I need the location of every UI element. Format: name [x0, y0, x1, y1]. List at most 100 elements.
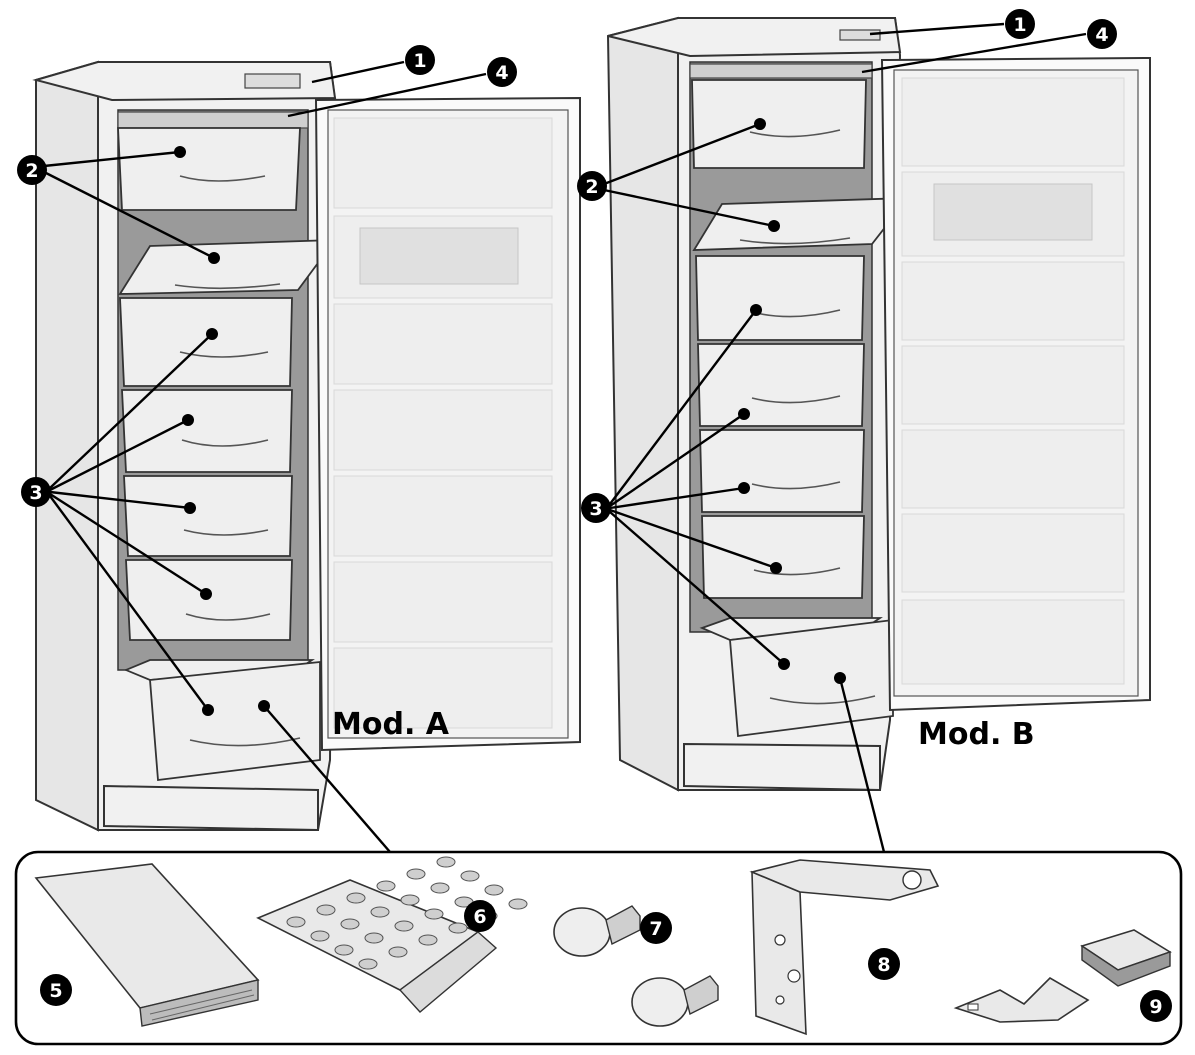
ice-cell	[407, 869, 425, 879]
pointer-dot	[754, 118, 766, 130]
fridge-b-drawer-2	[698, 344, 864, 426]
model-b-label: Mod. B	[918, 717, 1035, 752]
fridge-a-drawer-1	[120, 298, 292, 386]
fridge-a-door-panel	[334, 562, 552, 642]
ice-cell	[395, 921, 413, 931]
callout-number: 9	[1149, 996, 1162, 1018]
ice-cell	[341, 919, 359, 929]
fridge-a-door-panel	[334, 304, 552, 384]
fridge-b-door-recess	[934, 184, 1092, 240]
hinge-plate	[752, 872, 806, 1034]
callout-badge: 7	[640, 912, 672, 944]
ice-cell	[371, 907, 389, 917]
ice-cell	[509, 899, 527, 909]
ice-cell	[401, 895, 419, 905]
pointer-dot	[206, 328, 218, 340]
pointer-dot	[208, 252, 220, 264]
fridge-a-kickplate	[104, 786, 318, 830]
fridge-b-control-button	[840, 30, 880, 40]
pointer-dot	[184, 502, 196, 514]
fridge-a-side-wall	[36, 62, 98, 830]
callout-badge: 4	[487, 57, 517, 87]
fridge-a-bottom-drawer	[150, 662, 320, 780]
bulb-icon	[632, 978, 688, 1026]
hinge-hole	[903, 871, 921, 889]
model-a-label: Mod. A	[332, 707, 450, 742]
ice-cell	[449, 923, 467, 933]
fridge-b-door-panel	[902, 514, 1124, 592]
fridge-b-door-panel	[902, 430, 1124, 508]
fridge-b-door-panel	[902, 262, 1124, 340]
callout-number: 1	[413, 50, 426, 72]
pointer-dot	[770, 562, 782, 574]
fridge-a-drawer-4	[126, 560, 292, 640]
hinge-hole	[775, 935, 785, 945]
hinge-hole	[776, 996, 784, 1004]
ice-cell	[461, 871, 479, 881]
pointer-dot	[200, 588, 212, 600]
callout-badge: 5	[40, 974, 72, 1006]
fridge-model-b	[608, 18, 1150, 790]
callout-badge: 8	[868, 948, 900, 980]
pointer-dot	[750, 304, 762, 316]
ice-cell	[317, 905, 335, 915]
callout-number: 6	[473, 906, 486, 928]
callout-badge: 2	[577, 171, 607, 201]
fridge-b-top-drawer	[692, 80, 866, 168]
ice-cell	[287, 917, 305, 927]
callout-number: 4	[495, 62, 508, 84]
callout-number: 2	[25, 160, 38, 182]
callout-badge: 3	[21, 477, 51, 507]
hinge-hole	[788, 970, 800, 982]
fridge-b-door-panel	[902, 78, 1124, 166]
fridge-model-a	[36, 62, 580, 830]
callout-number: 4	[1095, 24, 1108, 46]
fridge-a-drawer-2	[122, 390, 292, 472]
ice-cell	[389, 947, 407, 957]
ice-cell	[365, 933, 383, 943]
ice-cell	[377, 881, 395, 891]
callout-badge: 1	[1005, 9, 1035, 39]
callout-badge: 3	[581, 493, 611, 523]
pointer-dot	[768, 220, 780, 232]
ice-cell	[425, 909, 443, 919]
pointer-dot	[738, 482, 750, 494]
pointer-dot	[174, 146, 186, 158]
pointer-dot	[834, 672, 846, 684]
pointer-dot	[738, 408, 750, 420]
pointer-dot	[182, 414, 194, 426]
pointer-dot	[258, 700, 270, 712]
fridge-a-top-drawer	[118, 128, 300, 210]
bulb-icon	[554, 908, 610, 956]
callout-badge: 4	[1087, 19, 1117, 49]
fridge-b-drawer-4	[702, 516, 864, 598]
pointer-dot	[778, 658, 790, 670]
pointer-dot	[202, 704, 214, 716]
callout-number: 5	[49, 980, 62, 1002]
fridge-b-drawer-1	[696, 256, 864, 340]
callout-number: 3	[589, 498, 602, 520]
callout-badge: 1	[405, 45, 435, 75]
callout-number: 7	[649, 918, 662, 940]
callout-badge: 2	[17, 155, 47, 185]
ice-cell	[359, 959, 377, 969]
fridge-b-light-strip	[690, 64, 872, 78]
ice-cell	[419, 935, 437, 945]
fridge-b-door-panel	[902, 346, 1124, 424]
callout-number: 1	[1013, 14, 1026, 36]
fridge-b-door-panel	[902, 600, 1124, 684]
callout-number: 2	[585, 176, 598, 198]
ice-cell	[347, 893, 365, 903]
ice-cell	[431, 883, 449, 893]
hinge-cover-slot	[968, 1004, 978, 1010]
callout-number: 8	[877, 954, 890, 976]
ice-cell	[335, 945, 353, 955]
fridge-b-kickplate	[684, 744, 880, 790]
ice-cell	[485, 885, 503, 895]
fridge-a-door-recess	[360, 228, 518, 284]
fridge-a-door-panel	[334, 118, 552, 208]
fridge-a-control-buttons	[245, 74, 300, 88]
fridge-b-side-wall	[608, 18, 678, 790]
callout-number: 3	[29, 482, 42, 504]
